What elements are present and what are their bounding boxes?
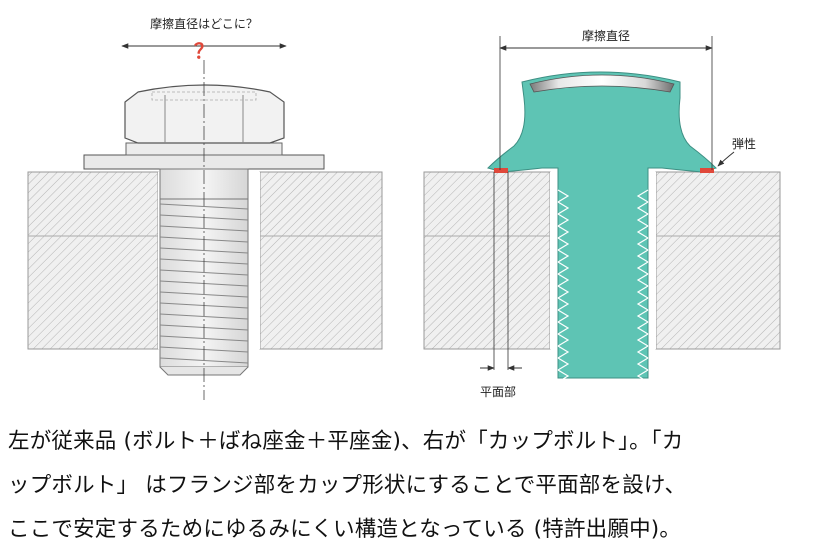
figure-caption: 左が従来品 (ボルト＋ばね座金＋平座金)、右が「カップボルト」。「カ ップボルト… <box>8 420 820 552</box>
question-mark: ？ <box>194 39 214 63</box>
cup-bolt-body <box>487 71 717 379</box>
question-label: 摩擦直径はどこに？ <box>150 16 258 31</box>
left-contact-mark <box>494 168 508 173</box>
elastic-leader <box>717 151 735 167</box>
elastic-label: 弾性 <box>732 137 756 151</box>
caption-line-2: ップボルト」 はフランジ部をカップ形状にすることで平面部を設け、 <box>8 473 687 498</box>
right-contact-mark <box>700 168 714 173</box>
caption-line-1: 左が従来品 (ボルト＋ばね座金＋平座金)、右が「カップボルト」。「カ <box>8 429 684 454</box>
caption-line-3: ここで安定するためにゆるみにくい構造となっている (特許出願中)。 <box>8 517 682 542</box>
right-diagram-cup-bolt: 摩擦直径 弾性 平面部 <box>423 28 781 399</box>
left-diagram-conventional-bolt: 摩擦直径はどこに？ ？ <box>27 16 383 400</box>
flat-part-label: 平面部 <box>480 384 516 399</box>
cup-bolt-cup-top <box>529 74 675 93</box>
hex-bolt-head <box>124 84 285 144</box>
bolt-comparison-figure: 摩擦直径はどこに？ ？ 摩擦直径 弾性 平面部 <box>27 16 781 400</box>
friction-diameter-label: 摩擦直径 <box>582 28 630 43</box>
